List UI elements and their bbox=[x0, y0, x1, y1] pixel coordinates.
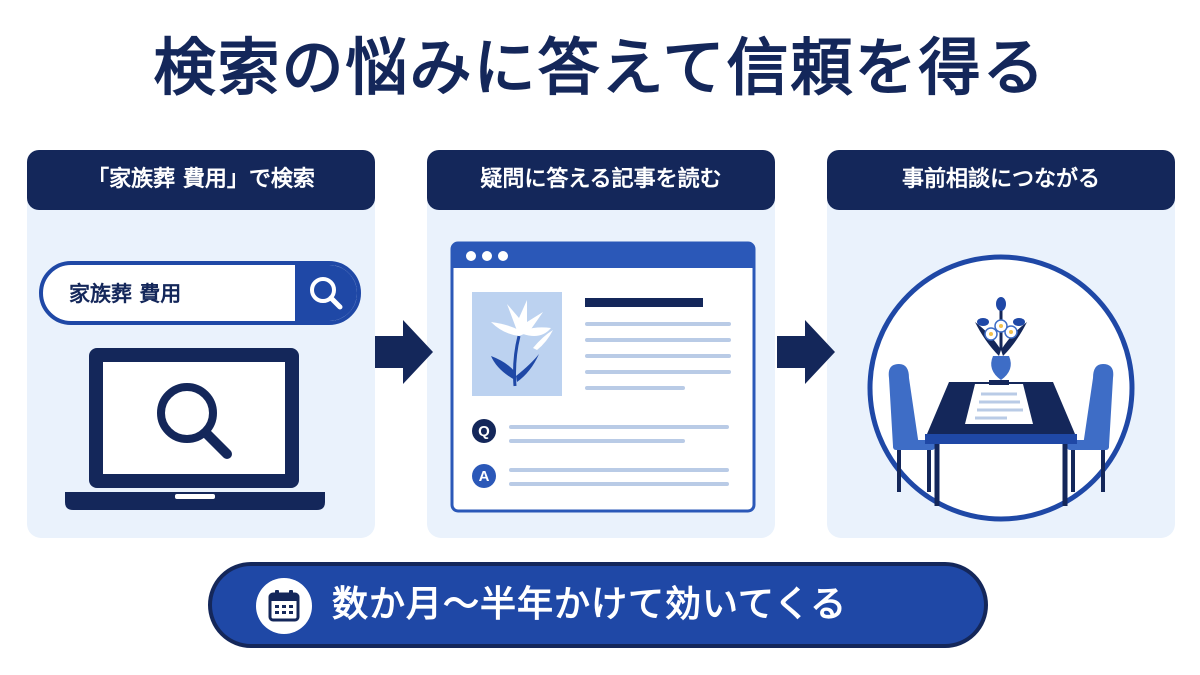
timeline-text: 数か月〜半年かけて効いてくる bbox=[332, 584, 848, 625]
answer-text-line bbox=[509, 468, 729, 472]
article-title-bar bbox=[585, 298, 703, 307]
arrow-right-icon bbox=[777, 320, 835, 384]
a-letter: A bbox=[479, 468, 490, 485]
search-query-text: 家族葬 費用 bbox=[69, 282, 181, 306]
article-text-line bbox=[585, 386, 685, 390]
question-text-line bbox=[509, 425, 729, 429]
arrow-right-icon bbox=[375, 320, 433, 384]
chair-icon bbox=[1067, 364, 1114, 492]
answer-text-line bbox=[509, 482, 729, 486]
article-illustration: Q A bbox=[450, 241, 756, 513]
article-text-line bbox=[585, 322, 731, 326]
laptop-icon bbox=[65, 348, 325, 510]
step-header-search: 「家族葬 費用」で検索 bbox=[27, 150, 375, 210]
chair-icon bbox=[888, 364, 935, 492]
flower-vase-icon bbox=[975, 297, 1027, 380]
answer-marker: A bbox=[472, 464, 496, 488]
article-text-line bbox=[585, 354, 731, 358]
lily-flower-icon bbox=[472, 292, 562, 396]
calendar-icon bbox=[268, 590, 300, 622]
question-marker: Q bbox=[472, 419, 496, 443]
step-header-read: 疑問に答える記事を読む bbox=[427, 150, 775, 210]
article-text-line bbox=[585, 338, 731, 342]
q-letter: Q bbox=[478, 423, 490, 440]
search-illustration: 家族葬 費用 bbox=[39, 261, 361, 510]
timeline-banner: 数か月〜半年かけて効いてくる bbox=[208, 562, 988, 648]
search-icon bbox=[310, 277, 343, 310]
magnifier-icon bbox=[157, 383, 232, 459]
search-bar: 家族葬 費用 bbox=[39, 261, 361, 325]
page-title: 検索の悩みに答えて信頼を得る bbox=[153, 31, 1047, 104]
article-text-line bbox=[585, 370, 731, 374]
step-header-consult: 事前相談につながる bbox=[827, 150, 1175, 210]
question-text-line bbox=[509, 439, 685, 443]
calendar-icon-badge bbox=[256, 578, 312, 634]
consultation-illustration bbox=[867, 254, 1135, 522]
document-icon bbox=[965, 380, 1033, 424]
